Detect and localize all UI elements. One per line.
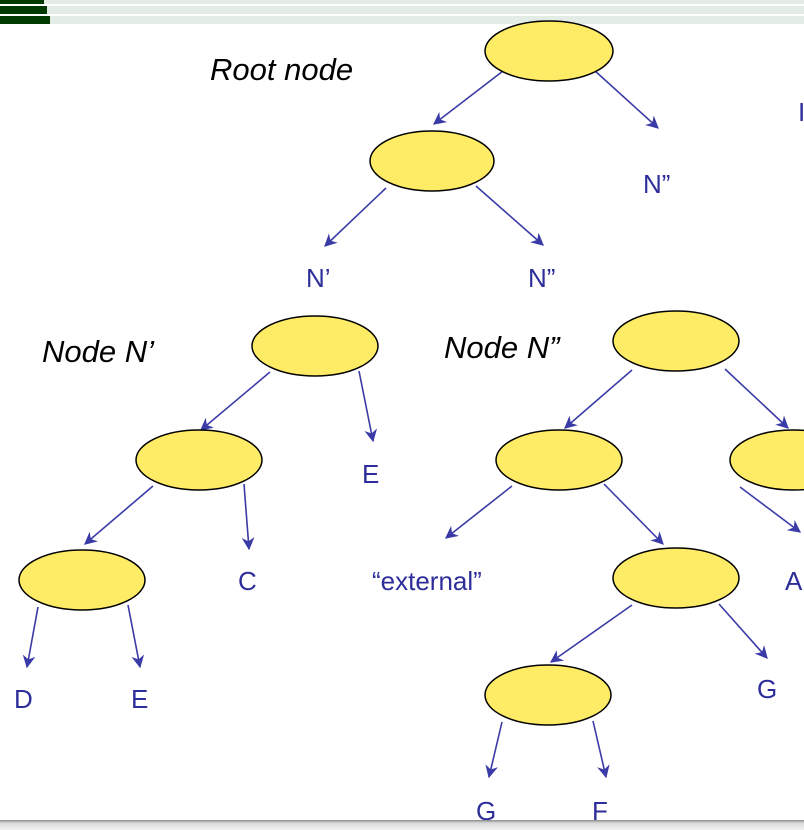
n2-mid-node [612, 547, 740, 609]
edge-arrow [603, 483, 664, 545]
leaf-label-n-double-prime-top: N” [643, 169, 670, 199]
header-stripe [0, 0, 804, 4]
edge-arrow [22, 606, 39, 669]
n2-left-node [495, 429, 623, 491]
edge-arrow [444, 485, 513, 539]
edge-arrow [739, 486, 802, 533]
root-left-node [369, 130, 495, 192]
edge-arrow [241, 483, 255, 551]
edge-arrow [475, 185, 544, 246]
leaf-label-external: “external” [372, 566, 482, 596]
leaf-label-cutoff: I [798, 97, 804, 127]
n1-root-node [251, 315, 379, 377]
caption-node-n-prime: Node N’ [42, 334, 155, 369]
caption-node-n-double-prime: Node N” [444, 330, 561, 365]
leaf-label-e: E [131, 684, 148, 714]
leaf-label-n-double-prime: N” [528, 263, 555, 293]
slide-header-band [0, 0, 804, 26]
leaf-label-n-prime: N’ [306, 263, 331, 293]
edge-arrow [485, 721, 503, 779]
edge-arrow [718, 603, 768, 659]
header-logo-stripe [0, 0, 44, 4]
header-logo-stripe [0, 6, 47, 14]
n1-left-node [135, 429, 263, 491]
edge-arrow [84, 485, 154, 545]
edge-arrow [324, 187, 387, 247]
edge-arrow [592, 720, 610, 779]
n2-root-node [612, 310, 740, 372]
edge-arrow [564, 369, 633, 429]
n2-bottom-node [484, 664, 612, 726]
caption-root-node: Root node [210, 52, 353, 87]
header-stripe [0, 6, 804, 14]
nodes-group [18, 20, 804, 726]
n2-right-node [729, 429, 804, 491]
header-stripe [0, 16, 804, 24]
leaf-label-c: C [238, 566, 257, 596]
leaf-label-g-right: G [757, 674, 777, 704]
edge-arrow [432, 70, 504, 125]
leaf-label-f: F [592, 796, 608, 826]
leaf-label-e-top: E [362, 459, 379, 489]
edge-arrow [200, 371, 271, 431]
edge-arrow [724, 368, 789, 429]
leaf-label-a: A [785, 566, 803, 596]
header-logo-stripe [0, 16, 50, 24]
edge-arrow [127, 604, 145, 669]
leaf-label-d: D [14, 684, 33, 714]
root-node [484, 20, 614, 82]
slide-bottom-edge [0, 820, 804, 830]
edges-group [22, 69, 802, 779]
edge-arrow [549, 604, 633, 663]
leaf-label-g-bottom: G [476, 796, 496, 826]
edge-arrow [358, 370, 378, 443]
edge-arrow [593, 69, 659, 129]
n1-leftleft-node [18, 549, 146, 611]
